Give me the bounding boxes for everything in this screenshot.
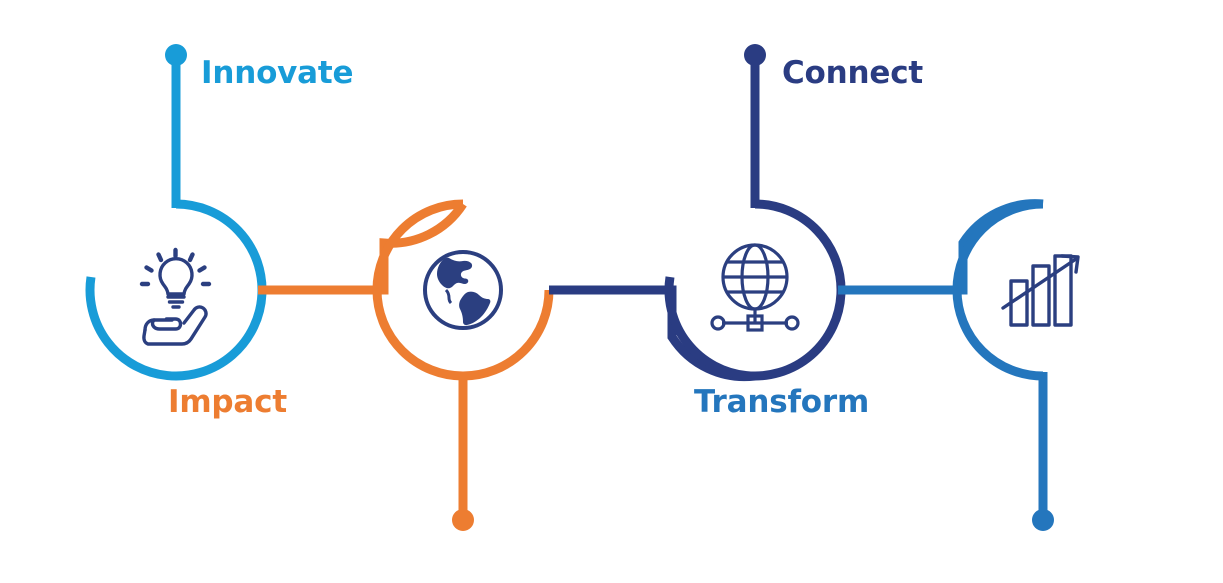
- ring-globe-right: [462, 289, 554, 381]
- bar-chart-arrow-icon: [1001, 254, 1080, 327]
- label-innovate: Innovate: [201, 55, 354, 91]
- stem-connect-dot: [744, 44, 766, 66]
- lightbulb-hand-icon: [139, 247, 212, 346]
- node-globe[interactable]: [372, 199, 554, 531]
- node-connect-transform[interactable]: [664, 44, 846, 381]
- stem-impact-dot: [452, 509, 474, 531]
- connector-1-2: [258, 201, 467, 295]
- ring-growth-left: [952, 199, 1044, 381]
- node-growth-chart[interactable]: [952, 199, 1080, 531]
- ring-globe-left: [372, 199, 464, 381]
- label-transform: Transform: [694, 384, 870, 420]
- globe-americas-icon: [423, 250, 503, 330]
- ring-innovate-impact: [85, 199, 267, 381]
- stem-innovate-dot: [165, 44, 187, 66]
- connector-2-3: [549, 285, 756, 382]
- node-innovate-impact[interactable]: [85, 44, 267, 381]
- stem-transform-dot: [1032, 509, 1054, 531]
- network-globe-icon: [710, 243, 800, 332]
- label-connect: Connect: [782, 55, 924, 91]
- label-impact: Impact: [168, 384, 287, 420]
- connector-3-4: [838, 199, 1044, 295]
- ring-connect-transform: [664, 199, 846, 381]
